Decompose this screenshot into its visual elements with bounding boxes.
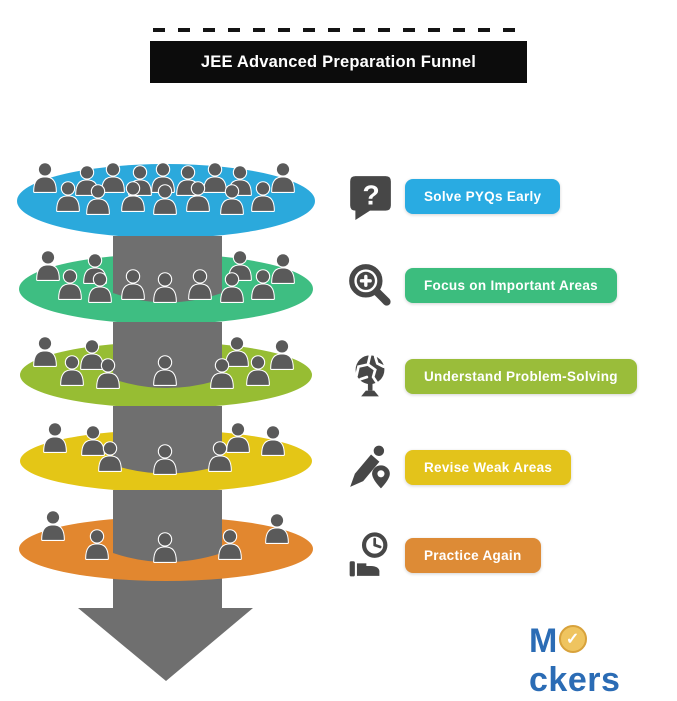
step-label: Practice Again: [405, 537, 541, 573]
person-icon: [33, 336, 57, 367]
title-bar: JEE Advanced Preparation Funnel: [150, 41, 527, 83]
question-bubble-icon: ?: [346, 172, 394, 220]
person-icon: [36, 250, 60, 281]
funnel-step-row: Revise Weak Areas: [346, 443, 572, 491]
page-title: JEE Advanced Preparation Funnel: [200, 52, 477, 71]
step-label: Understand Problem-Solving: [405, 358, 637, 394]
clock-hand-icon: [346, 531, 394, 579]
step-label: Focus on Important Areas: [405, 267, 617, 303]
step-label: Revise Weak Areas: [405, 449, 572, 485]
funnel-graphic: [17, 162, 315, 681]
pen-pin-icon: [346, 443, 394, 491]
globe-icon: [346, 352, 394, 400]
funnel-step-row: Practice Again: [346, 531, 541, 579]
mockers-logo: M ✓ ckers: [529, 622, 677, 700]
svg-text:?: ?: [362, 178, 379, 210]
person-icon: [41, 510, 65, 541]
funnel-step-row: ? Solve PYQs Early: [346, 172, 561, 220]
person-icon: [43, 422, 67, 453]
funnel-step-row: Understand Problem-Solving: [346, 352, 637, 400]
title-dashed-line: [153, 28, 526, 32]
funnel-stem: [113, 322, 222, 388]
zoom-in-icon: [346, 261, 394, 309]
logo-badge-icon: ✓: [558, 625, 587, 653]
funnel-step-row: Focus on Important Areas: [346, 261, 617, 309]
step-label: Solve PYQs Early: [405, 178, 561, 214]
logo-text-prefix: M: [529, 622, 558, 660]
funnel-stem: [113, 406, 222, 474]
funnel-stem: [113, 490, 222, 562]
logo-check-glyph: ✓: [565, 631, 580, 648]
logo-text-suffix: ckers: [529, 661, 621, 699]
